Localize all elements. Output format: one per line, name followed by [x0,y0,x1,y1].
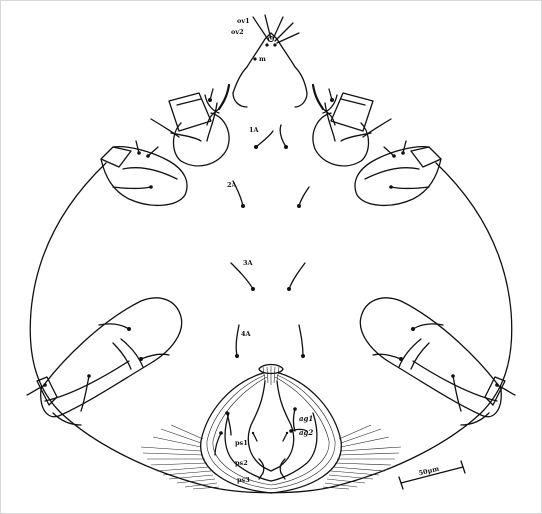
label-ov2: ov2 [231,28,244,36]
label-1a: 1A [249,126,260,134]
gnathosoma-notch-right [313,85,323,109]
leg-iii-right [360,298,515,425]
setae-1a: 1A [249,125,288,149]
apical-seta [275,23,293,41]
body-outline [30,163,512,493]
label-ag1: ag1 [299,414,313,423]
leg-i-left [151,89,229,166]
scale-bar: 50µm [399,461,465,489]
label-3a: 3A [243,259,254,267]
m-seta-base [253,57,256,60]
gnathosoma-left-lower [233,93,247,107]
setae-3a: 3A [231,259,305,291]
leg-i-right [313,89,391,166]
apical-seta [277,33,299,43]
gnathosoma-notch-left [219,85,229,109]
label-ov1: ov1 [237,17,250,25]
label-m: m [259,55,266,63]
label-ps1: ps1 [235,439,248,447]
ovipore-dot [265,43,268,46]
ovipore-dot [273,43,276,46]
apical-seta [273,17,283,39]
label-4a: 4A [241,330,252,338]
leg-iii-left [27,298,182,425]
setae-4a: 4A [235,325,305,358]
genital-region: ag1 ag2 ps1 ps2 ps3 [141,365,401,494]
label-ag2: ag2 [299,428,313,437]
label-ps2: ps2 [235,459,248,467]
gnathosoma-outline [233,33,307,107]
setae-2a: 2A [227,181,309,208]
label-ps3: ps3 [237,476,250,484]
